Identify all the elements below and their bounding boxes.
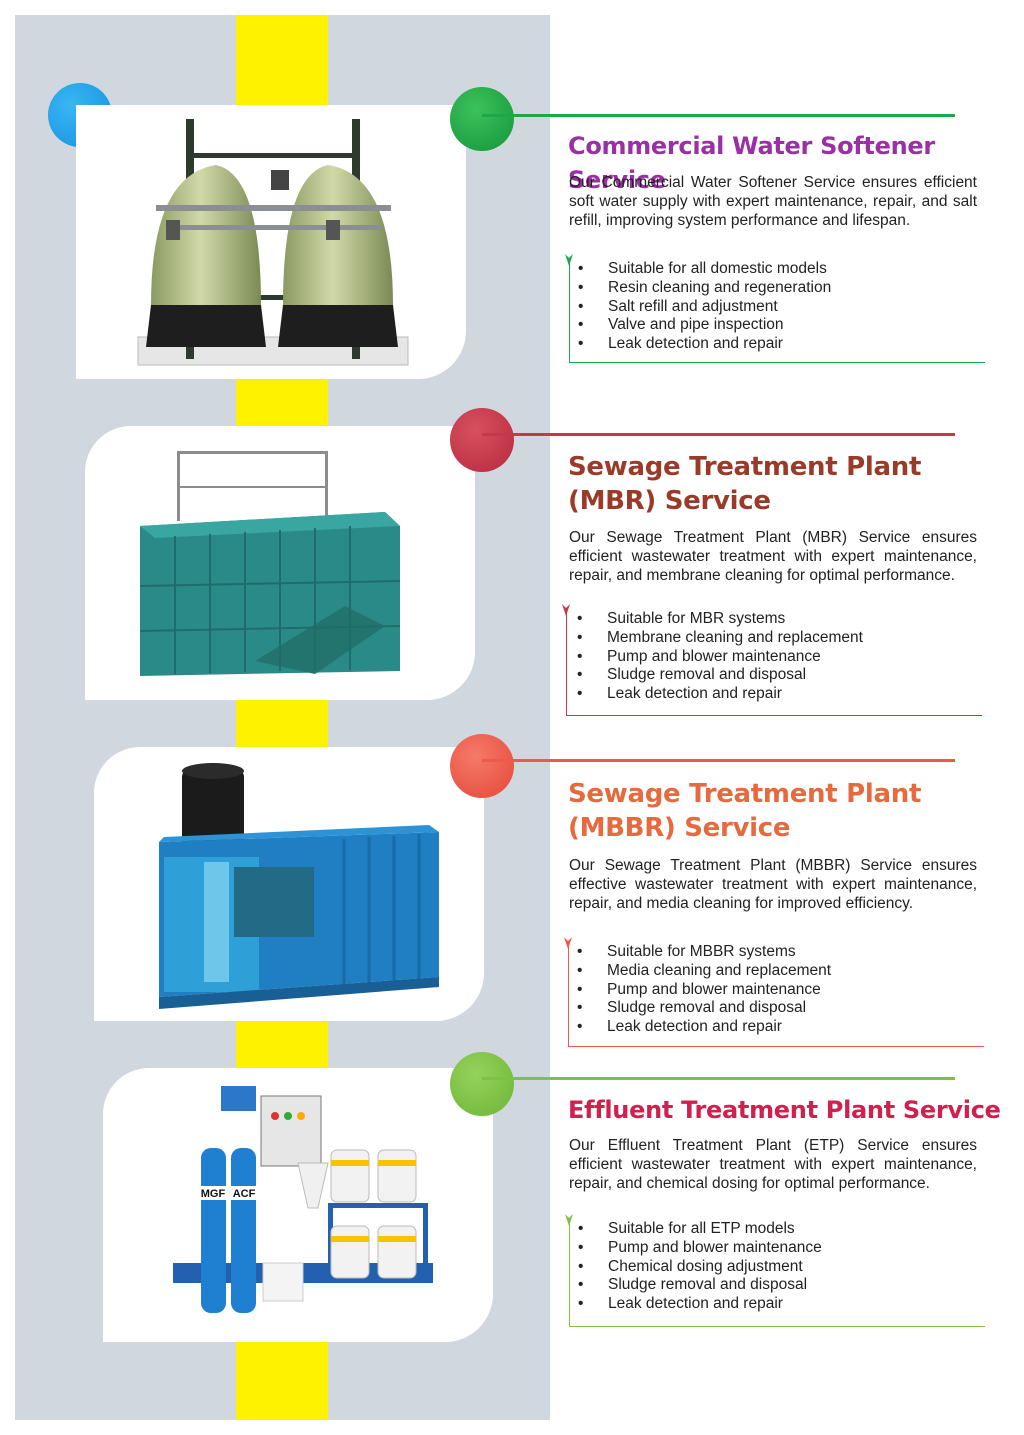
section-4-description: Our Effluent Treatment Plant (ETP) Servi… [569, 1137, 977, 1192]
section-2-bracket [566, 612, 982, 716]
etp-plant-illustration: MGF ACF [173, 1086, 433, 1313]
section-3-leaf-icon [564, 935, 572, 949]
mbbr-plant-image-card [94, 747, 484, 1021]
red-dot-decoration [450, 408, 514, 472]
mbr-plant-image-card [85, 426, 475, 700]
section-3-title: Sewage Treatment Plant (MBBR) Service [568, 779, 922, 843]
green-dot-decoration [450, 87, 514, 151]
list-item: Leak detection and repair [577, 685, 863, 704]
list-item: Sludge removal and disposal [577, 999, 831, 1018]
water-softener-image-card [76, 105, 466, 379]
list-item: Pump and blower maintenance [578, 1239, 822, 1258]
section-4-bracket [569, 1222, 985, 1327]
section-1-top-line [482, 114, 955, 117]
section-4-top-line [482, 1077, 955, 1080]
list-item: Membrane cleaning and replacement [577, 629, 863, 648]
list-item: Leak detection and repair [578, 335, 831, 354]
section-4-title: Effluent Treatment Plant Service [568, 1096, 1001, 1124]
list-item: Suitable for MBR systems [577, 610, 863, 629]
list-item: Pump and blower maintenance [577, 981, 831, 1000]
list-item: Chemical dosing adjustment [578, 1258, 822, 1277]
list-item: Suitable for all ETP models [578, 1220, 822, 1239]
section-2-bullet-list: Suitable for MBR systems Membrane cleani… [577, 610, 863, 704]
list-item: Leak detection and repair [578, 1295, 822, 1314]
list-item: Sludge removal and disposal [578, 1276, 822, 1295]
section-2-leaf-icon [562, 602, 570, 616]
section-1-bracket [569, 262, 985, 363]
section-2-top-line [482, 433, 955, 436]
water-softener-illustration [137, 119, 409, 366]
lightgreen-dot-decoration [450, 1052, 514, 1116]
list-item: Leak detection and repair [577, 1018, 831, 1037]
section-1-leaf-icon [565, 252, 573, 266]
list-item: Media cleaning and replacement [577, 962, 831, 981]
list-item: Sludge removal and disposal [577, 666, 863, 685]
list-item: Valve and pipe inspection [578, 316, 831, 335]
section-1-description: Our Commercial Water Softener Service en… [569, 174, 977, 229]
section-2-description: Our Sewage Treatment Plant (MBR) Service… [569, 529, 977, 584]
section-3-bracket [568, 945, 984, 1047]
etp-plant-image-card: MGF ACF [103, 1068, 493, 1342]
mgf-label: MGF [201, 1188, 226, 1200]
section-1-bullet-list: Suitable for all domestic models Resin c… [578, 260, 831, 354]
section-2-title: Sewage Treatment Plant (MBR) Service [568, 452, 922, 516]
section-3-bullet-list: Suitable for MBBR systems Media cleaning… [577, 943, 831, 1037]
section-3-description: Our Sewage Treatment Plant (MBBR) Servic… [569, 857, 977, 912]
section-1-title: Commercial Water Softener Service [568, 132, 935, 194]
list-item: Salt refill and adjustment [578, 298, 831, 317]
acf-label: ACF [233, 1188, 256, 1200]
list-item: Suitable for MBBR systems [577, 943, 831, 962]
list-item: Resin cleaning and regeneration [578, 279, 831, 298]
orange-dot-decoration [450, 734, 514, 798]
list-item: Pump and blower maintenance [577, 648, 863, 667]
section-3-top-line [482, 759, 955, 762]
mbr-plant-illustration [139, 451, 401, 676]
list-item: Suitable for all domestic models [578, 260, 831, 279]
section-4-bullet-list: Suitable for all ETP models Pump and blo… [578, 1220, 822, 1314]
mbbr-plant-illustration [159, 763, 439, 1009]
section-4-leaf-icon [565, 1212, 573, 1226]
